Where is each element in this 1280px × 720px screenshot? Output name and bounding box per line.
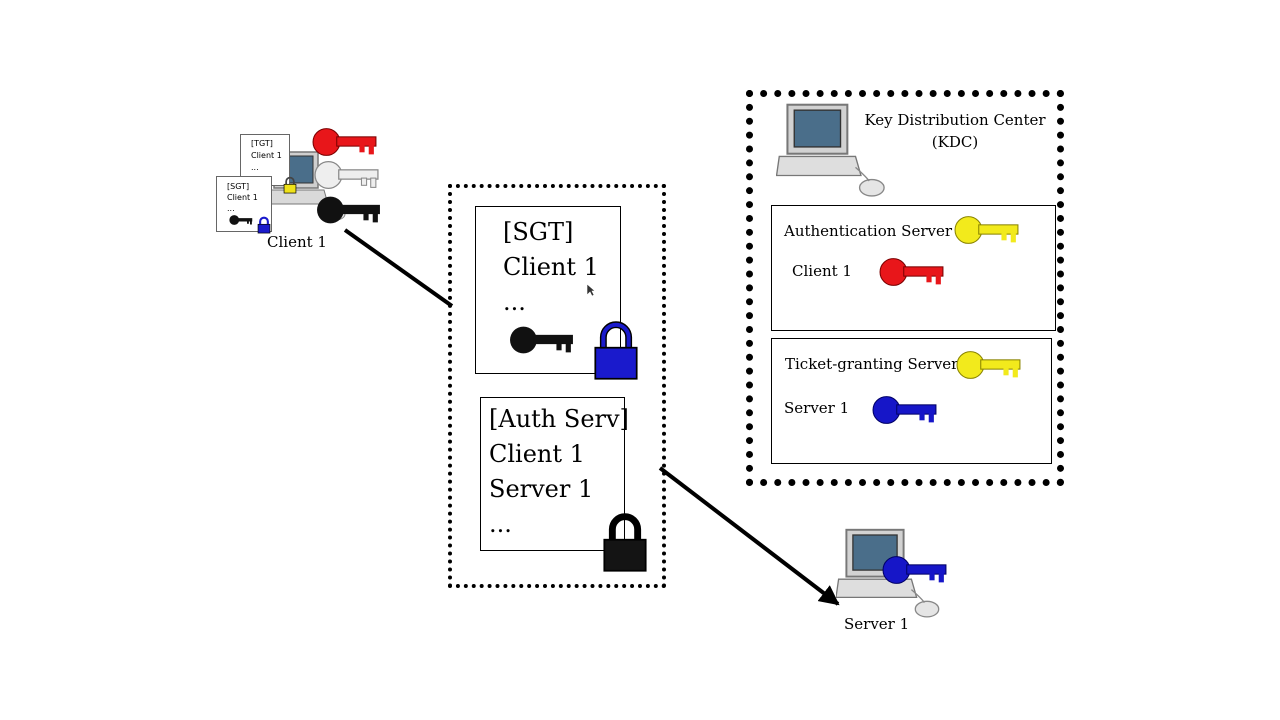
key-icon <box>314 160 379 190</box>
sgt-box-line-2: Client 1 <box>503 253 599 281</box>
sgt-card-line-3: ... <box>227 204 235 213</box>
server-label: Server 1 <box>844 615 910 633</box>
sgt-box-line-1: [SGT] <box>503 218 574 246</box>
ticket-granting-entry-label: Server 1 <box>784 399 850 417</box>
message-frame <box>448 184 666 588</box>
client-label: Client 1 <box>267 233 327 251</box>
key-icon <box>510 326 573 354</box>
ticket-granting-server-label: Ticket-granting Server <box>785 355 959 373</box>
key-icon <box>317 196 380 224</box>
key-icon <box>229 215 253 225</box>
padlock-icon <box>603 513 647 572</box>
key-icon <box>954 216 1019 244</box>
mouse-cursor-icon <box>586 283 596 297</box>
auth-box-line-1: [Auth Serv] <box>489 405 629 433</box>
sgt-box-line-3: ... <box>503 288 526 316</box>
auth-box-line-3: Server 1 <box>489 475 594 503</box>
auth-ticket-box: [Auth Serv] Client 1 Server 1 ... <box>480 397 629 551</box>
kdc-title-line-1: Key Distribution Center <box>864 111 1046 129</box>
key-icon <box>312 128 377 156</box>
message-to-server-arrow <box>658 466 840 606</box>
auth-box-line-2: Client 1 <box>489 440 585 468</box>
padlock-icon <box>594 321 638 380</box>
authentication-server-label: Authentication Server <box>784 222 953 240</box>
key-icon <box>882 556 947 584</box>
tgt-card-line-1: [TGT] <box>251 139 273 148</box>
padlock-icon <box>283 176 297 194</box>
key-icon <box>872 396 937 424</box>
sgt-card-line-1: [SGT] <box>227 182 250 191</box>
kdc-frame <box>746 90 1064 486</box>
sgt-ticket-box: [SGT] Client 1 ... <box>475 206 621 374</box>
ticket-granting-server-box: Ticket-granting Server Server 1 <box>771 338 1052 464</box>
authentication-entry-label: Client 1 <box>792 262 852 280</box>
client-to-message-line <box>343 228 454 308</box>
tgt-card-line-2: Client 1 <box>251 151 282 160</box>
sgt-card-line-2: Client 1 <box>227 193 258 202</box>
computer-icon <box>776 103 885 197</box>
auth-box-line-4: ... <box>489 510 512 538</box>
sgt-ticket-card: [SGT] Client 1 ... <box>216 176 272 232</box>
key-icon <box>879 258 944 286</box>
tgt-card-line-3: ... <box>251 163 259 172</box>
kdc-title-line-2: (KDC) <box>931 133 979 151</box>
key-icon <box>956 351 1021 379</box>
padlock-icon <box>257 216 271 234</box>
